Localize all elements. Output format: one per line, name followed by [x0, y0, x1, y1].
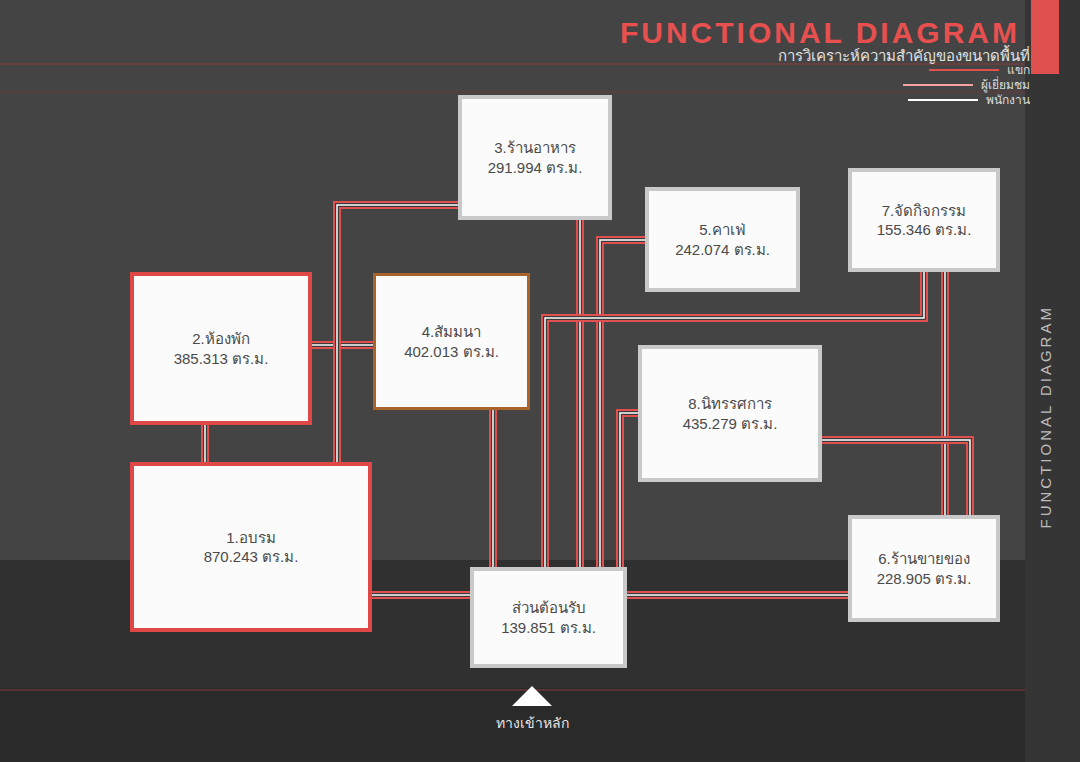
circulation-line	[312, 345, 373, 346]
staff-line	[822, 440, 970, 515]
line-gap	[627, 593, 848, 597]
room-name: 4.สัมมนา	[422, 322, 482, 342]
room-name: 2.ห้องพัก	[192, 329, 250, 349]
legend-text: ผู้เยี่ยมชม	[981, 75, 1030, 94]
guest-line	[312, 341, 373, 349]
staff-line	[372, 594, 470, 596]
room-area: 155.346 ตร.ม.	[877, 220, 972, 240]
staff-line	[627, 594, 848, 596]
room-name: 6.ร้านขายของ	[878, 549, 970, 569]
side-strip	[1025, 0, 1080, 762]
rule-line	[0, 92, 1080, 93]
staff-line	[492, 410, 494, 567]
room-box: 6.ร้านขายของ228.905 ตร.ม.	[848, 515, 1000, 622]
legend-row: แขก	[929, 62, 1030, 77]
room-area: 402.013 ตร.ม.	[404, 342, 499, 362]
circulation-line	[580, 220, 581, 567]
room-name: 1.อบรม	[226, 528, 276, 548]
room-name: 8.นิทรรศการ	[688, 394, 772, 414]
legend-line	[929, 69, 999, 71]
line-gap	[491, 410, 495, 567]
circulation-line	[372, 595, 470, 596]
legend-line	[903, 84, 973, 86]
room-area: 385.313 ตร.ม.	[174, 349, 269, 369]
guest-line	[620, 413, 638, 567]
room-area: 435.279 ตร.ม.	[683, 414, 778, 434]
room-box: 5.คาเฟ่242.074 ตร.ม.	[645, 187, 800, 292]
guest-line	[489, 410, 497, 567]
circulation-line	[620, 413, 638, 567]
guest-line	[201, 425, 209, 462]
room-box: 8.นิทรรศการ435.279 ตร.ม.	[638, 345, 822, 482]
line-gap	[943, 272, 947, 515]
entrance-label: ทางเข้าหลัก	[482, 712, 582, 734]
room-box: 3.ร้านอาหาร291.994 ตร.ม.	[458, 95, 612, 220]
circulation-line	[493, 410, 494, 567]
line-gap	[620, 413, 638, 567]
legend-text: พนักงาน	[986, 90, 1030, 109]
guest-line	[576, 220, 584, 567]
corner-bar	[1031, 0, 1059, 74]
room-area: 242.074 ตร.ม.	[675, 240, 770, 260]
room-area: 228.905 ตร.ม.	[877, 569, 972, 589]
room-name: 5.คาเฟ่	[699, 220, 746, 240]
room-box: 7.จัดกิจกรรม155.346 ตร.ม.	[848, 168, 1000, 272]
rule-line	[0, 690, 1080, 691]
staff-line	[312, 344, 373, 346]
line-gap	[203, 425, 207, 462]
line-gap	[822, 440, 970, 515]
legend: แขกผู้เยี่ยมชมพนักงาน	[903, 62, 1030, 107]
line-gap	[372, 593, 470, 597]
guest-line	[941, 272, 949, 515]
circulation-line	[822, 440, 970, 515]
line-gap	[312, 343, 373, 347]
room-area: 291.994 ตร.ม.	[488, 158, 583, 178]
legend-row: ผู้เยี่ยมชม	[903, 77, 1030, 92]
circulation-line	[945, 272, 946, 515]
room-box: 4.สัมมนา402.013 ตร.ม.	[373, 273, 530, 410]
room-name: 3.ร้านอาหาร	[494, 138, 576, 158]
staff-line	[944, 272, 946, 515]
room-box: 1.อบรม870.243 ตร.ม.	[130, 462, 372, 632]
entrance-arrow	[512, 686, 552, 706]
guest-line	[372, 591, 470, 599]
staff-line	[204, 425, 206, 462]
diagram-title: FUNCTIONAL DIAGRAM	[620, 16, 1020, 50]
room-name: 7.จัดกิจกรรม	[882, 201, 967, 221]
legend-text: แขก	[1007, 60, 1030, 79]
circulation-line	[205, 425, 206, 462]
legend-row: พนักงาน	[908, 92, 1030, 107]
circulation-line	[627, 595, 848, 596]
room-box: ส่วนต้อนรับ139.851 ตร.ม.	[470, 567, 627, 668]
staff-line	[579, 220, 581, 567]
guest-line	[627, 591, 848, 599]
staff-line	[620, 413, 638, 567]
line-gap	[578, 220, 582, 567]
room-area: 139.851 ตร.ม.	[501, 618, 596, 638]
room-name: ส่วนต้อนรับ	[512, 598, 586, 618]
guest-line	[822, 440, 970, 515]
room-area: 870.243 ตร.ม.	[204, 547, 299, 567]
legend-line	[908, 99, 978, 101]
side-title: FUNCTIONAL DIAGRAM	[1037, 309, 1054, 529]
subtitle: การวิเคราะห์ความสำคัญของขนาดพื้นที่	[778, 44, 1030, 68]
room-box: 2.ห้องพัก385.313 ตร.ม.	[130, 272, 312, 425]
